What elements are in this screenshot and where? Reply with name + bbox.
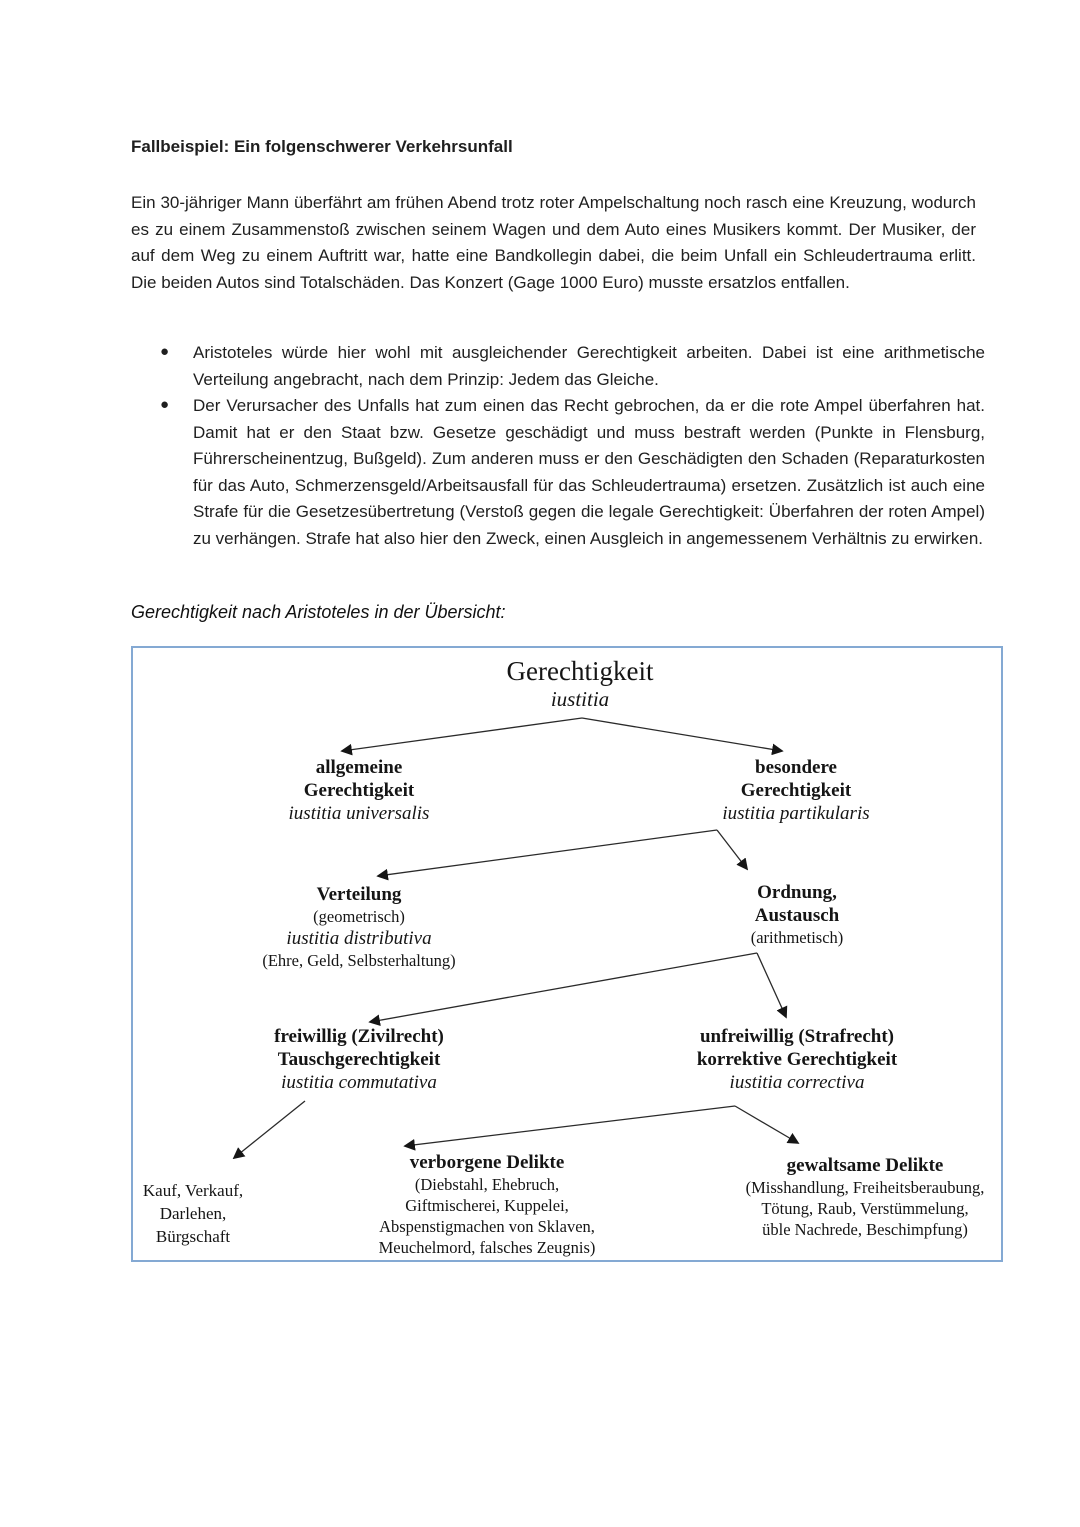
bullet-text: Aristoteles würde hier wohl mit ausgleic… bbox=[193, 343, 985, 389]
node-besondere-gerechtigkeit: besondere Gerechtigkeit iustitia partiku… bbox=[722, 757, 870, 824]
list-item: ● Der Verursacher des Unfalls hat zum ei… bbox=[158, 393, 985, 552]
diagram-arrows-graphic bbox=[232, 717, 800, 1160]
node-ordnung-austausch: Ordnung, Austausch (arithmetisch) bbox=[750, 882, 844, 947]
node-gerechtigkeit-root: Gerechtigkeit iustitia bbox=[506, 656, 654, 711]
case-heading: Fallbeispiel: Ein folgenschwerer Verkehr… bbox=[131, 137, 513, 156]
list-item: ● Aristoteles würde hier wohl mit ausgle… bbox=[158, 340, 985, 393]
node-kauf-verkauf: Kauf, Verkauf, Darlehen, Bürgschaft bbox=[142, 1181, 244, 1246]
node-allgemeine-gerechtigkeit: allgemeine Gerechtigkeit iustitia univer… bbox=[288, 757, 430, 824]
bullet-text: Der Verursacher des Unfalls hat zum eine… bbox=[193, 396, 985, 548]
node-verteilung: Verteilung (geometrisch) iustitia distri… bbox=[262, 884, 456, 970]
diagram-caption: Gerechtigkeit nach Aristoteles in der Üb… bbox=[131, 602, 506, 622]
intro-paragraph: Ein 30-jähriger Mann überfährt am frühen… bbox=[131, 193, 976, 292]
node-freiwillig-zivilrecht: freiwillig (Zivilrecht) Tauschgerechtigk… bbox=[274, 1026, 444, 1093]
node-verborgene-delikte: verborgene Delikte (Diebstahl, Ehebruch,… bbox=[378, 1152, 596, 1257]
node-gewaltsame-delikte: gewaltsame Delikte (Misshandlung, Freihe… bbox=[745, 1155, 985, 1239]
node-unfreiwillig-strafrecht: unfreiwillig (Strafrecht) korrektive Ger… bbox=[696, 1026, 898, 1093]
bullet-list: ● Aristoteles würde hier wohl mit ausgle… bbox=[158, 340, 985, 552]
bullet-icon: ● bbox=[160, 343, 170, 360]
justice-diagram: Gerechtigkeit iustitia allgemeine Gerech… bbox=[131, 646, 1003, 1262]
bullet-icon: ● bbox=[160, 396, 170, 413]
